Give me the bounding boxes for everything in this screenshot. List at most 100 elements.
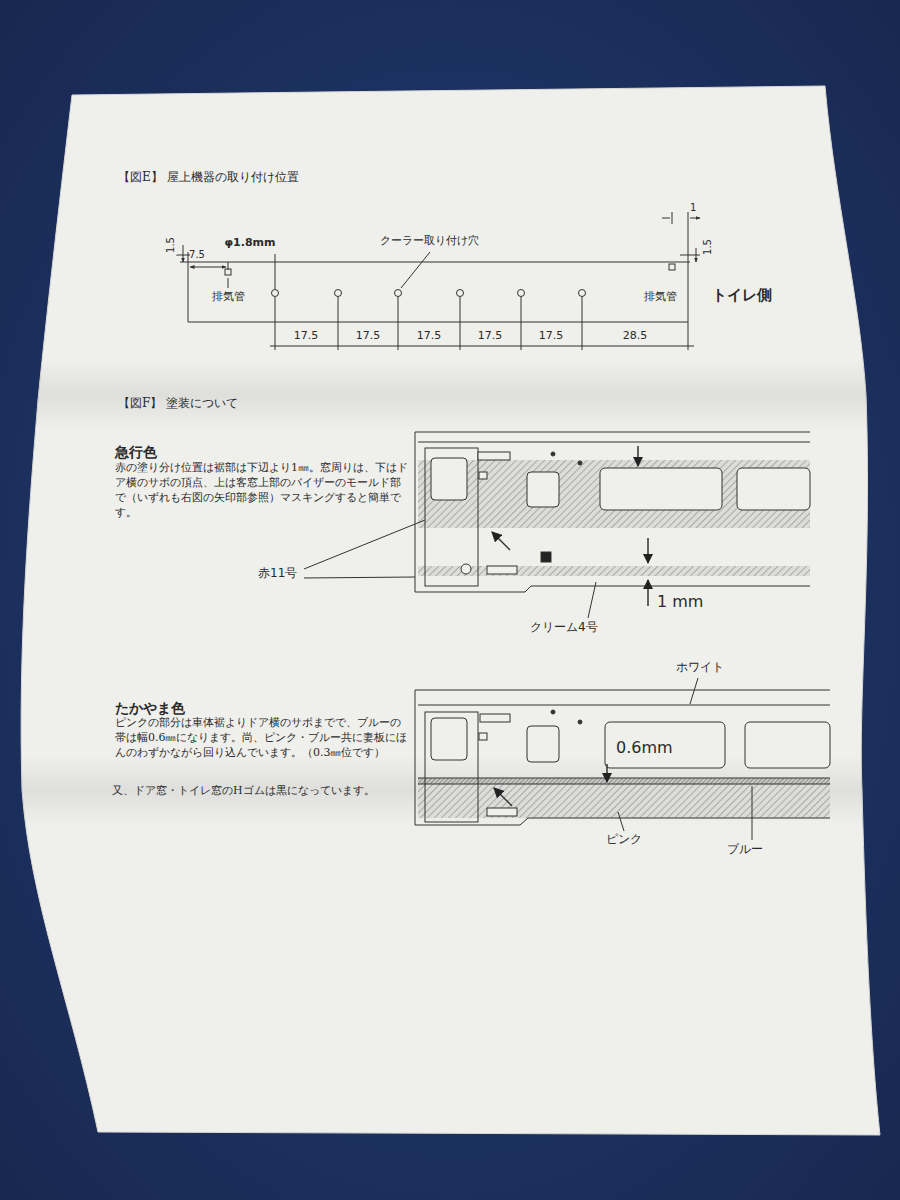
colour-name: ピンク — [606, 832, 642, 846]
pointer-arrow — [647, 580, 649, 606]
lamp-dot — [578, 720, 582, 724]
cooler-hole — [272, 290, 279, 297]
step-plate — [487, 808, 517, 816]
pointer-arrow — [606, 764, 608, 782]
pointer-arrow — [637, 446, 639, 466]
colour-name: 赤11号 — [258, 566, 297, 580]
colour-name: ホワイト — [676, 660, 724, 674]
paper-sheet — [21, 86, 880, 1135]
colour-name: クリーム4号 — [530, 620, 598, 634]
leader-line — [401, 252, 430, 288]
lamp-dot — [551, 710, 555, 714]
cooler-hole — [457, 290, 464, 297]
note-text: 赤の塗り分け位置は裾部は下辺より1㎜。窓周りは、下はドア横のサボの頂点、上は客窓… — [115, 461, 409, 521]
dimension: 1.5 — [702, 239, 714, 255]
exhaust-pipe-mark — [669, 264, 675, 270]
vent — [478, 452, 510, 460]
leader-line — [275, 254, 276, 289]
toilet-window — [527, 472, 559, 507]
colour-name: ブルー — [727, 842, 763, 856]
leader-line — [304, 520, 425, 578]
dimension: 17.5 — [354, 329, 383, 342]
note-text: 又、ドア窓・トイレ窓のHゴムは黒になっています。 — [112, 784, 406, 799]
step-circle — [461, 564, 471, 574]
side-label: トイレ側 — [712, 286, 772, 304]
cooler-hole — [579, 290, 586, 297]
extension-line — [680, 255, 700, 256]
passenger-window — [737, 468, 810, 510]
dimension-line — [662, 218, 700, 219]
sign-board — [479, 733, 487, 740]
dimension: 1 — [690, 202, 696, 214]
red-area — [418, 460, 810, 528]
exhaust-pipe-mark — [225, 269, 231, 275]
leader-line — [588, 582, 596, 618]
dimension-line — [270, 346, 694, 347]
vent — [480, 714, 510, 722]
pointer-arrow — [494, 788, 512, 806]
extension-line — [275, 297, 688, 350]
scheme-title: 急行色 — [115, 444, 157, 461]
dimension: 1 mm — [657, 592, 703, 611]
pointer-arrow — [492, 532, 510, 550]
sign-board — [479, 472, 487, 479]
cooler-hole — [518, 290, 525, 297]
paper-folds — [0, 360, 900, 825]
dimension: 1.5 — [165, 235, 177, 255]
express-car-side — [304, 432, 810, 618]
blue-band — [418, 778, 830, 784]
lamp-dot — [551, 452, 555, 456]
figure-heading: 【図F】 塗装について — [118, 396, 238, 410]
dimension-line — [190, 267, 226, 268]
dimension: 17.5 — [476, 329, 505, 342]
toilet-window — [527, 726, 559, 762]
cooler-hole — [335, 290, 342, 297]
fold-shadow — [0, 360, 900, 430]
cooler-hole — [395, 290, 402, 297]
figure-heading: 【図E】 屋上機器の取り付け位置 — [118, 170, 299, 184]
part-name: 排気管 — [644, 290, 677, 303]
passenger-window — [605, 722, 725, 768]
step-plate — [487, 566, 517, 574]
extension-line — [672, 212, 673, 224]
leader-line — [618, 812, 624, 831]
part-name: 排気管 — [212, 290, 245, 303]
door-window — [431, 718, 467, 760]
leader-line — [228, 278, 229, 288]
leader-line — [752, 786, 753, 840]
takayama-car-side — [415, 678, 830, 840]
dimension: 7.5 — [189, 249, 205, 261]
dimension: 17.5 — [537, 329, 566, 342]
passenger-window — [600, 468, 722, 510]
roof-edge — [180, 262, 690, 263]
scheme-title: たかやま色 — [115, 700, 185, 717]
passenger-window — [745, 722, 830, 768]
mark-square — [541, 552, 551, 562]
part-name: クーラー取り付け穴 — [380, 234, 479, 247]
dimension: 17.5 — [415, 329, 444, 342]
roof-line — [418, 442, 810, 443]
pink-area — [418, 784, 830, 818]
dimension: 17.5 — [292, 329, 321, 342]
lamp-dot — [578, 461, 582, 465]
pointer-arrow — [647, 538, 649, 563]
roof-line — [418, 705, 830, 706]
roof-plan — [176, 212, 700, 350]
door-window — [431, 458, 467, 500]
car-outline — [415, 432, 810, 592]
dimension: 0.6mm — [616, 738, 673, 757]
dimension-line — [696, 248, 697, 262]
band-edge — [418, 778, 830, 784]
roof-outline — [188, 212, 688, 322]
red-area — [418, 566, 810, 576]
leader-line — [690, 678, 698, 704]
car-outline — [415, 690, 830, 825]
hole-size: φ1.8mm — [224, 236, 275, 249]
note-text: ピンクの部分は車体裾よりドア横のサボまでで、ブルーの帯は幅0.6㎜になります。尚… — [115, 716, 409, 761]
door — [425, 712, 478, 822]
door — [425, 448, 478, 586]
dimension-line — [183, 245, 184, 262]
dimension: 28.5 — [621, 329, 650, 342]
